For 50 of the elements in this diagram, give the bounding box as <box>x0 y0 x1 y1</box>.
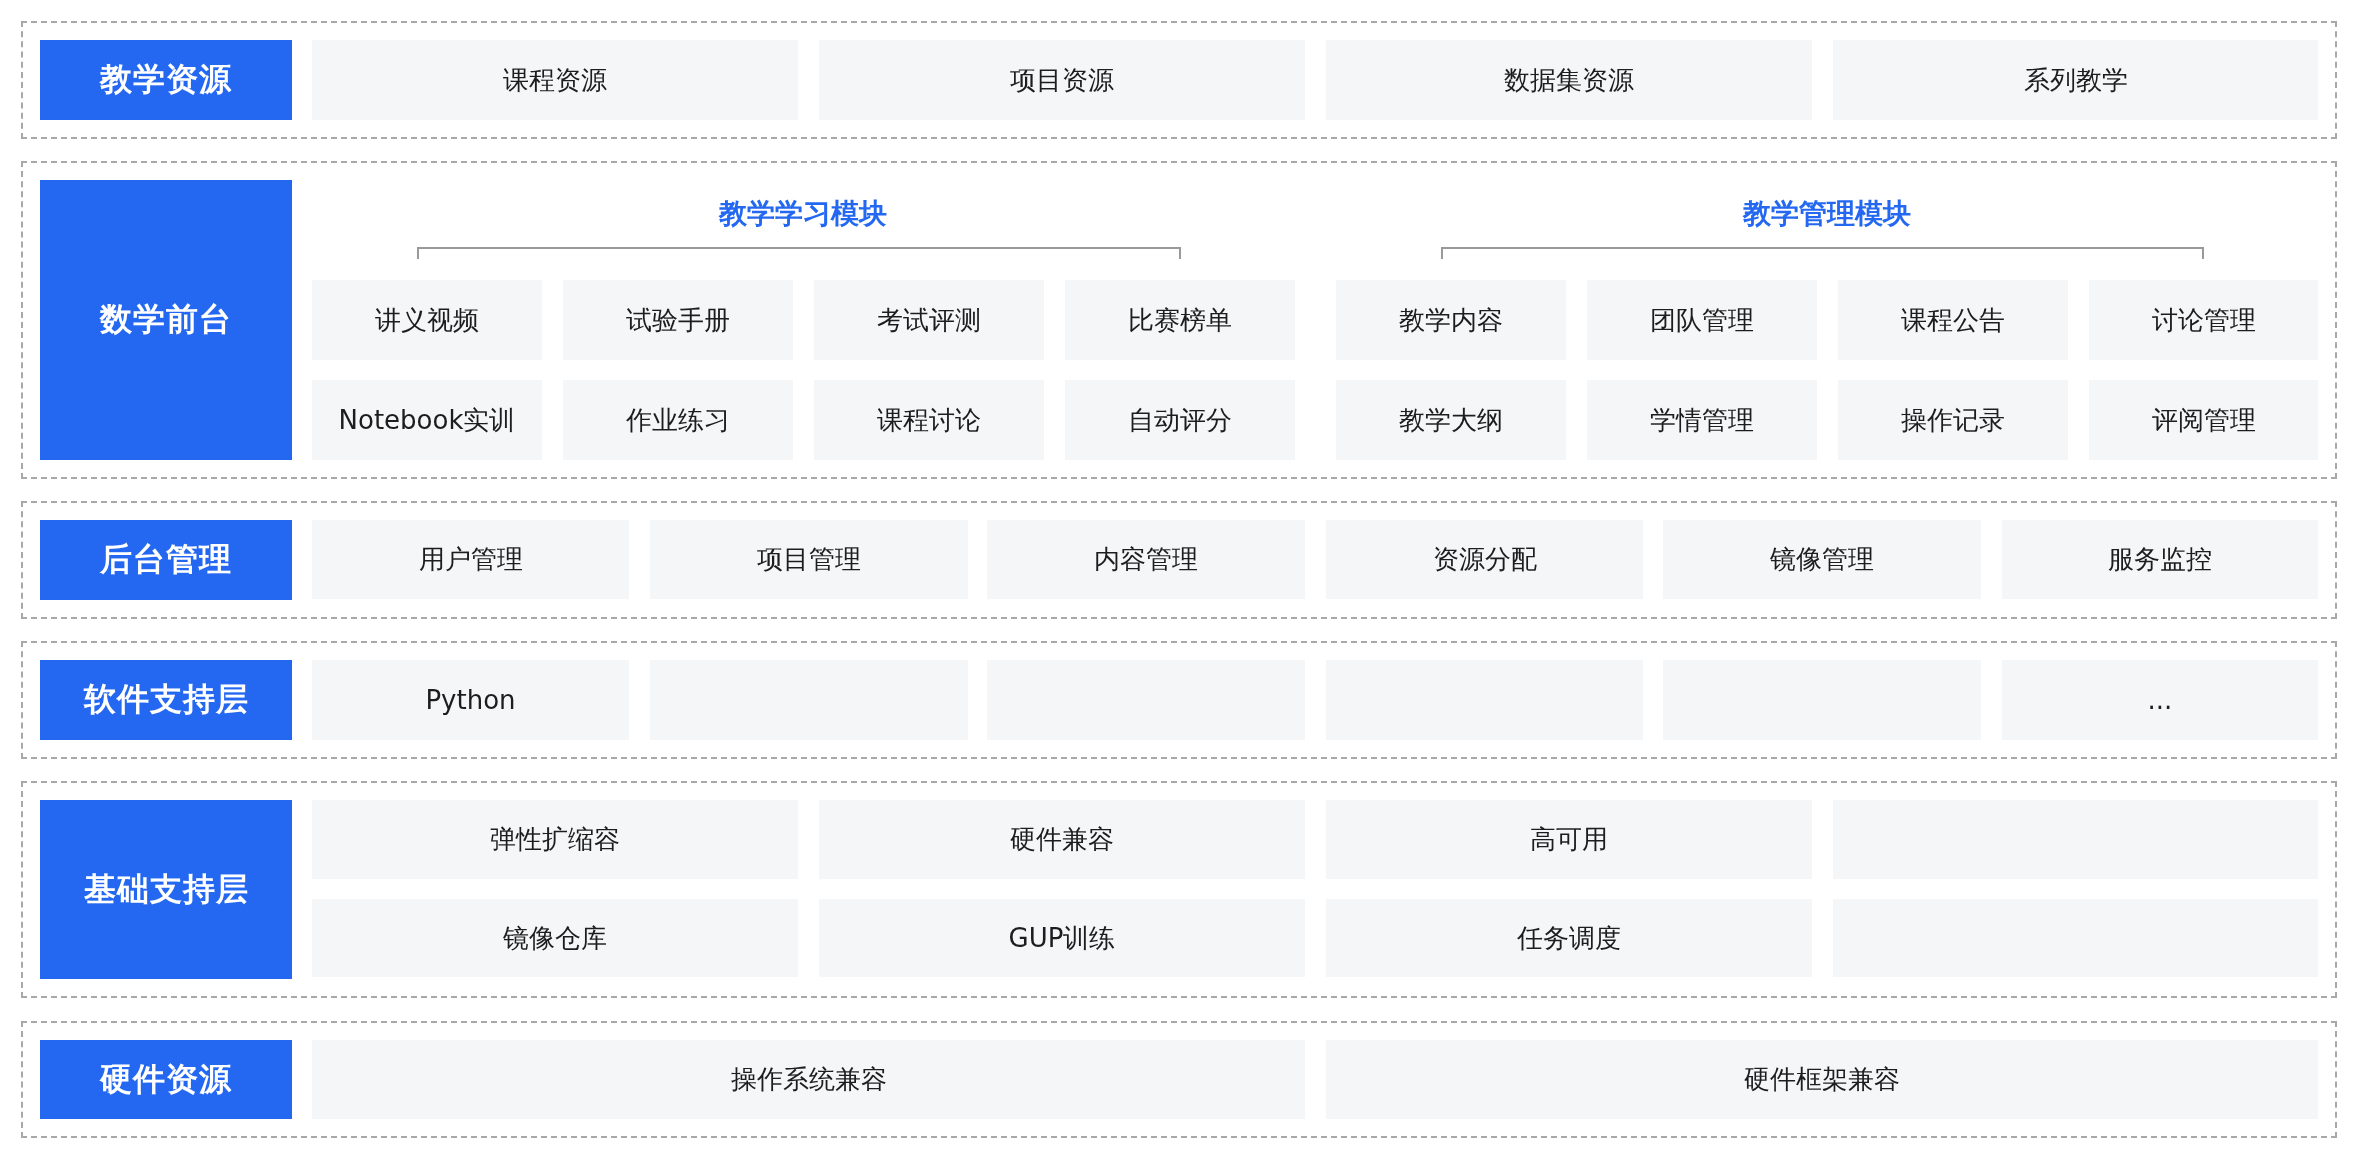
module-tile: 服务监控 <box>2002 520 2318 599</box>
module-tile: 系列教学 <box>1833 40 2318 120</box>
layer-title: 数学前台 <box>40 180 292 460</box>
module-tile: Notebook实训 <box>312 380 542 460</box>
module-tile: 比赛榜单 <box>1065 280 1295 360</box>
module-tile: 资源分配 <box>1326 520 1643 599</box>
module-tile: 硬件框架兼容 <box>1326 1040 2318 1119</box>
module-tile: 项目资源 <box>819 40 1305 120</box>
module-tile: 课程讨论 <box>814 380 1044 460</box>
module-tile: 课程公告 <box>1838 280 2068 360</box>
module-tile: 学情管理 <box>1587 380 1817 460</box>
layer-panel <box>21 501 2337 619</box>
module-tile: 镜像仓库 <box>312 899 798 977</box>
module-tile: 教学大纲 <box>1336 380 1566 460</box>
module-tile: 自动评分 <box>1065 380 1295 460</box>
module-heading: 教学学习模块 <box>719 197 887 231</box>
module-tile: 弹性扩缩容 <box>312 800 798 879</box>
module-heading: 教学管理模块 <box>1743 197 1911 231</box>
module-tile: 高可用 <box>1326 800 1812 879</box>
module-tile: 操作记录 <box>1838 380 2068 460</box>
module-tile: 硬件兼容 <box>819 800 1305 879</box>
module-tile: 考试评测 <box>814 280 1044 360</box>
module-tile: 内容管理 <box>987 520 1305 599</box>
layer-panel <box>21 1021 2337 1138</box>
layer-title: 软件支持层 <box>40 660 292 740</box>
layer-title: 后台管理 <box>40 520 292 600</box>
module-tile: 课程资源 <box>312 40 798 120</box>
module-tile: 讨论管理 <box>2089 280 2318 360</box>
module-tile: 试验手册 <box>563 280 793 360</box>
layer-panel <box>21 21 2337 139</box>
layer-panel <box>21 781 2337 998</box>
module-tile: 讲义视频 <box>312 280 542 360</box>
module-tile: 评阅管理 <box>2089 380 2318 460</box>
layer-panel <box>21 161 2337 479</box>
module-tile: 数据集资源 <box>1326 40 1812 120</box>
module-tile: 团队管理 <box>1587 280 1817 360</box>
layer-title: 硬件资源 <box>40 1040 292 1119</box>
module-tile: 项目管理 <box>650 520 968 599</box>
layer-title: 教学资源 <box>40 40 292 120</box>
layer-panel <box>21 641 2337 759</box>
module-tile: Python <box>312 660 629 740</box>
module-tile: 用户管理 <box>312 520 629 599</box>
module-tile: 镜像管理 <box>1663 520 1981 599</box>
module-tile: 操作系统兼容 <box>312 1040 1305 1119</box>
module-tile: 教学内容 <box>1336 280 1566 360</box>
module-tile: 作业练习 <box>563 380 793 460</box>
layer-title: 基础支持层 <box>40 800 292 979</box>
module-tile: GUP训练 <box>819 899 1305 977</box>
module-tile: 任务调度 <box>1326 899 1812 977</box>
module-tile: ... <box>2002 660 2318 740</box>
